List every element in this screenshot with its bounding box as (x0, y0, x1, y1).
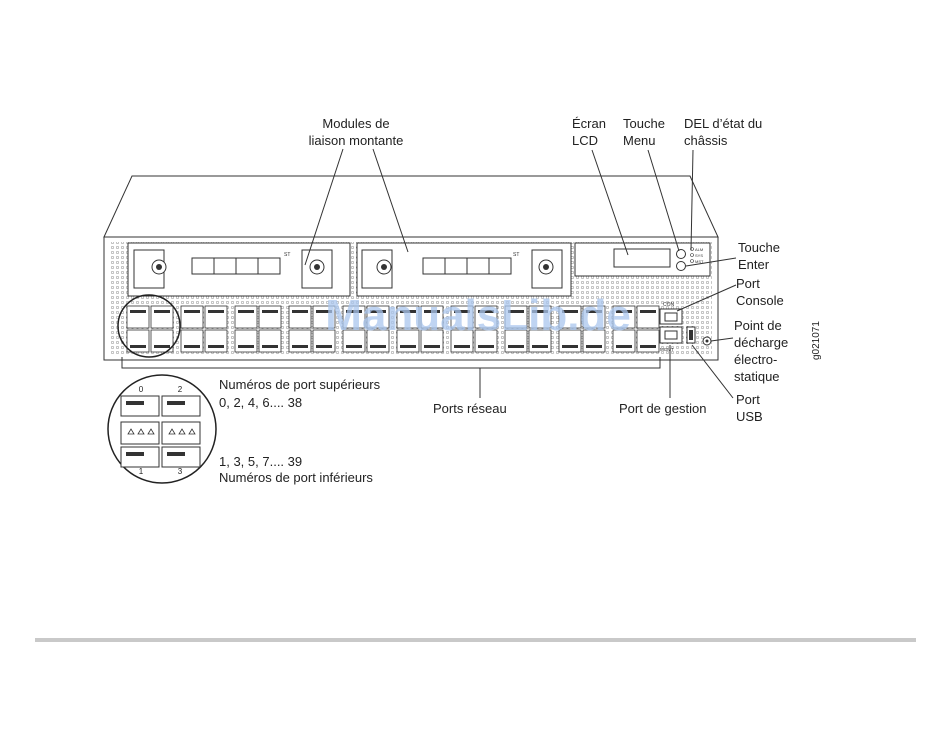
esd-label-line4: statique (734, 369, 780, 384)
port-group (558, 305, 606, 353)
esd-label-line3: électro- (734, 352, 778, 367)
console-label-line1: Port (736, 276, 760, 291)
console-port-label: Port Console (736, 275, 784, 309)
sfp-port (258, 329, 282, 353)
enter-button (676, 261, 686, 271)
st-label-2: ST (513, 252, 519, 258)
lower-port-numbers: 1, 3, 5, 7.... 39 (219, 454, 303, 469)
uplink-modules-label: Modules de liaison montante (296, 115, 416, 149)
console-label-line2: Console (736, 293, 784, 308)
esd-label-line1: Point de (734, 318, 782, 333)
led-sys-label: SYS (695, 253, 703, 258)
uplink-module-1: ST (127, 242, 351, 297)
port-group (504, 305, 552, 353)
enter-label-line1: Touche (738, 240, 780, 255)
leader-lines (304, 148, 737, 399)
sfp-port (204, 305, 228, 329)
management-port-label: Port de gestion (619, 401, 707, 416)
menu-label-line1: Touche (623, 116, 665, 131)
esd-label-line2: décharge (734, 335, 789, 350)
figure-id: g021071 (811, 321, 822, 360)
inset-port-2: 2 (178, 385, 183, 394)
network-ports-label: Ports réseau (433, 401, 507, 416)
sfp-port (180, 305, 204, 329)
uplink-module-2: ST (356, 242, 572, 297)
sfp-port (636, 329, 660, 353)
sfp-port (636, 305, 660, 329)
sfp-port (234, 329, 258, 353)
inset-port-3: 3 (178, 467, 183, 476)
con-label: CON (663, 302, 675, 308)
sfp-port (180, 329, 204, 353)
inset-port-1: 1 (139, 467, 144, 476)
inset-port-0: 0 (139, 385, 144, 394)
port-group (612, 305, 660, 353)
lcd-label: Écran LCD (572, 115, 606, 149)
sfp-port (258, 305, 282, 329)
sfp-port (204, 329, 228, 353)
sfp-port (288, 329, 312, 353)
port-group (288, 305, 336, 353)
uplink-label-line2: liaison montante (308, 133, 404, 148)
port-group-highlight (117, 294, 181, 358)
chassis-top (103, 175, 719, 238)
network-port-groups (126, 305, 660, 353)
esd-point-label: Point de décharge électro- statique (734, 317, 788, 385)
enter-label-line2: Enter (738, 257, 770, 272)
port-group (342, 305, 390, 353)
port-group (234, 305, 282, 353)
port-group (396, 305, 444, 353)
page-divider-rule (35, 638, 916, 642)
upper-port-numbers-title: Numéros de port supérieurs (219, 377, 381, 392)
usb-label-line1: Port (736, 392, 760, 407)
port-numbering-inset: 0 2 1 3 (107, 374, 217, 484)
led-label-line2: châssis (684, 133, 728, 148)
sfp-port (234, 305, 258, 329)
lcd-label-line1: Écran (572, 116, 606, 131)
st-label-1: ST (284, 252, 290, 258)
usb-label-line2: USB (736, 409, 763, 424)
enter-key-label: Touche Enter (738, 239, 780, 273)
led-label-line1: DEL d’état du (684, 116, 763, 131)
led-mst-label: MST (695, 259, 704, 264)
sfp-port (126, 305, 150, 329)
menu-button (676, 249, 686, 259)
sfp-port (126, 329, 150, 353)
menu-label-line2: Menu (623, 133, 656, 148)
lcd-screen (613, 248, 671, 268)
lcd-label-line2: LCD (572, 133, 599, 148)
uplink-label-line1: Modules de (322, 116, 390, 131)
lower-port-numbers-title: Numéros de port inférieurs (219, 470, 373, 485)
port-group (450, 305, 498, 353)
watermark: ManualsLib.de (325, 291, 631, 340)
led-alm-label: ALM (695, 247, 703, 252)
port-group (180, 305, 228, 353)
port-group (126, 305, 174, 353)
network-ports-bracket (121, 357, 661, 369)
sfp-port (288, 305, 312, 329)
chassis-led-label: DEL d’état du châssis (684, 115, 762, 149)
menu-key-label: Touche Menu (623, 115, 665, 149)
usb-port-label: Port USB (736, 391, 763, 425)
sfp-port (150, 305, 174, 329)
mgmt-label: MGMT (660, 347, 674, 352)
upper-port-numbers: 0, 2, 4, 6.... 38 (219, 395, 303, 410)
